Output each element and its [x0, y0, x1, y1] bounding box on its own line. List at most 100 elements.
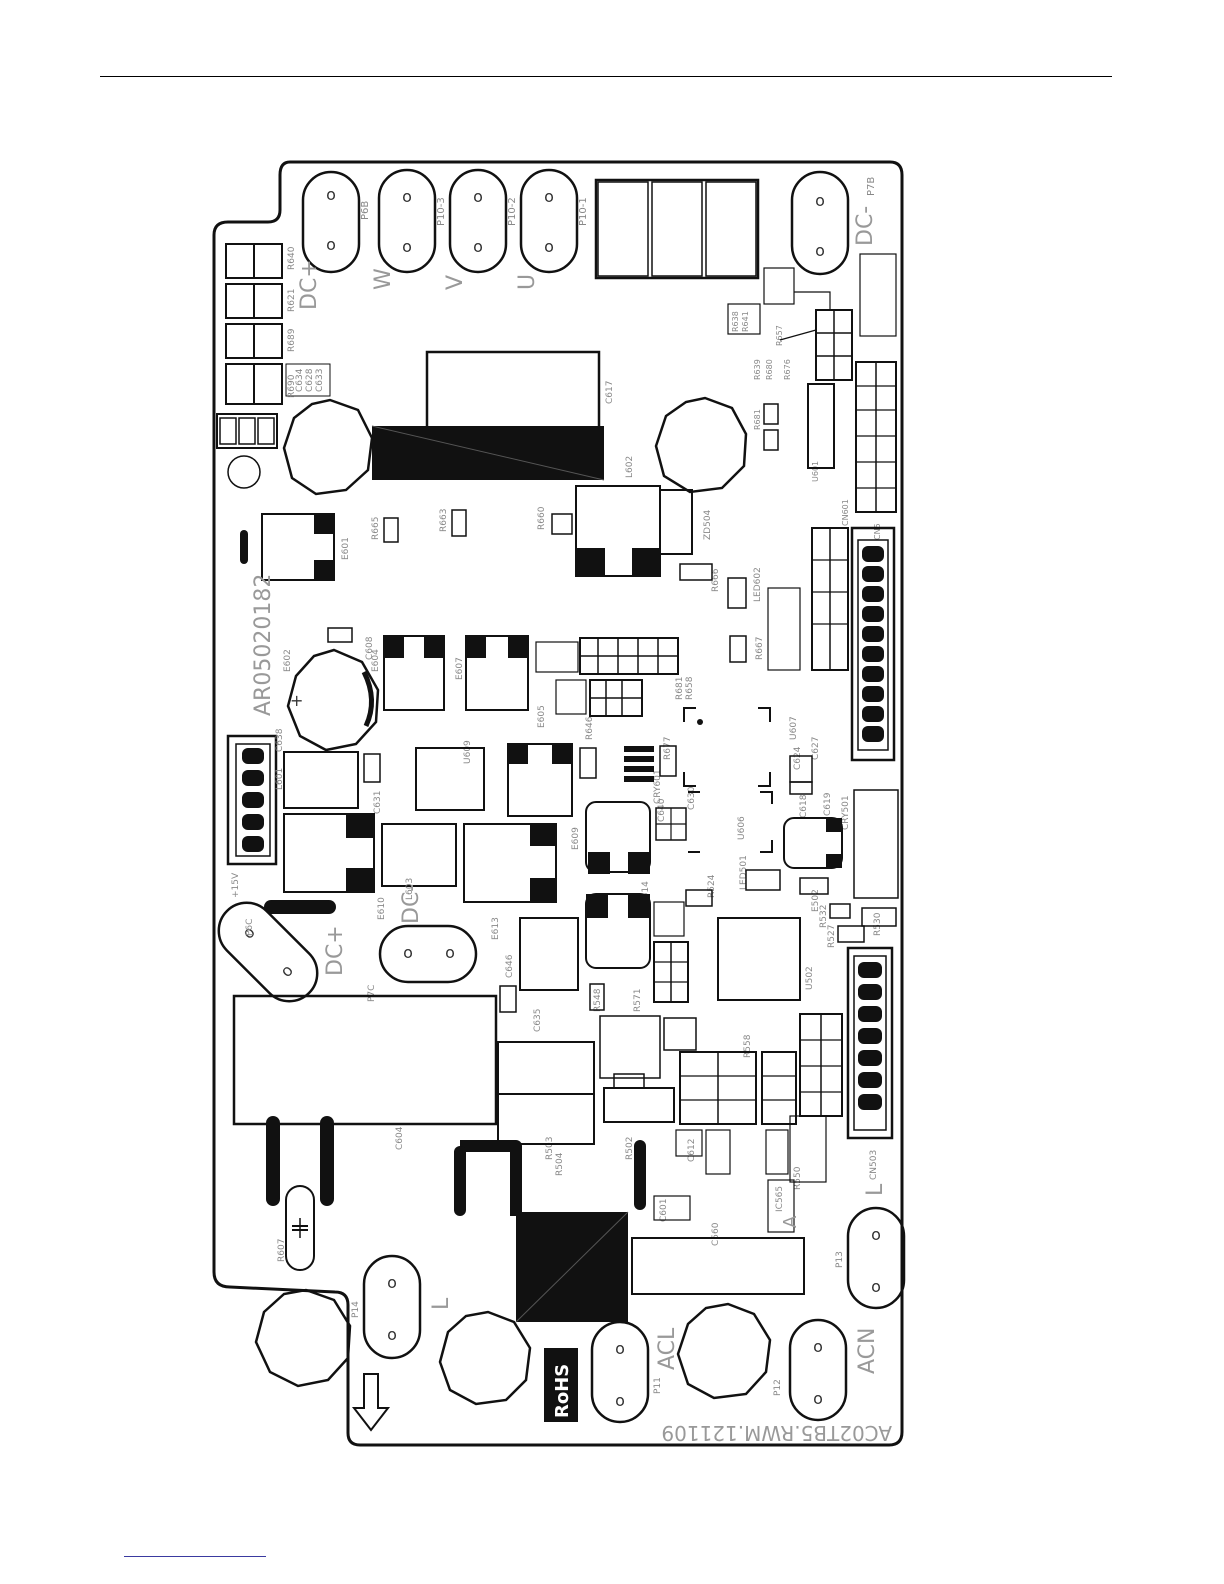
- mounting-hole-left: [227, 455, 261, 489]
- terminal-p12: o o: [788, 1318, 848, 1422]
- label-r677: R677: [663, 737, 673, 760]
- terminal-p7c: o o: [378, 924, 478, 984]
- label-c618: C618: [799, 794, 809, 818]
- terminal-p6b: o o: [301, 170, 361, 274]
- label-e502: E502: [811, 889, 821, 912]
- label-p10-2: P10-2: [507, 197, 518, 226]
- label-e602: E602: [283, 649, 293, 672]
- label-cn503: CN503: [869, 1150, 879, 1180]
- label-e601: E601: [341, 537, 351, 560]
- resistor-column-left: [225, 243, 331, 405]
- label-l602: L602: [625, 456, 635, 478]
- label-cn5: CN5: [873, 523, 882, 540]
- label-c628: C628: [305, 368, 315, 392]
- svg-text:o: o: [544, 187, 554, 206]
- label-r621: R621: [287, 289, 297, 312]
- connector-cn503: [846, 946, 894, 1140]
- header-rule: [100, 76, 1112, 77]
- label-r690: R690: [287, 374, 297, 398]
- label-led602: LED602: [753, 567, 763, 602]
- label-c638: C638: [275, 728, 285, 752]
- capacitor-e602: [286, 648, 380, 752]
- label-r680: R680: [765, 359, 774, 380]
- svg-text:o: o: [326, 185, 336, 204]
- label-r550: R550: [793, 1166, 803, 1190]
- label-r666: R666: [711, 568, 721, 592]
- label-r663: R663: [439, 509, 449, 532]
- svg-text:o: o: [402, 187, 412, 206]
- svg-text:o: o: [615, 1391, 625, 1410]
- capacitor-e607: [465, 635, 529, 711]
- label-r681b: R681: [675, 677, 685, 700]
- label-p10-3: P10-3: [436, 197, 447, 226]
- terminal-p13: o o: [846, 1206, 906, 1310]
- label-p7c: P7C: [367, 985, 377, 1002]
- label-r548: R548: [593, 988, 603, 1012]
- label-p13: P13: [835, 1251, 845, 1268]
- capacitor-c650: [631, 1237, 805, 1295]
- board-outline: [212, 160, 904, 1447]
- label-r502: R502: [625, 1137, 635, 1160]
- label-u607: U607: [789, 716, 799, 740]
- label-r646: R646: [585, 716, 595, 740]
- label-c627: C627: [811, 737, 821, 760]
- label-c604: C604: [395, 1126, 405, 1150]
- svg-text:o: o: [445, 943, 455, 962]
- label-p6c: P6C: [245, 919, 255, 936]
- label-r658: R658: [685, 676, 695, 700]
- label-dc-minus-top: DC-: [853, 206, 878, 246]
- label-c560: C560: [711, 1222, 721, 1246]
- label-r524: R524: [707, 874, 717, 898]
- svg-text:o: o: [544, 237, 554, 256]
- terminal-p10-2: o o: [448, 168, 508, 274]
- svg-text:+: +: [290, 691, 303, 710]
- label-p12: P12: [773, 1379, 783, 1396]
- svg-text:o: o: [813, 1337, 823, 1356]
- label-e614: E614: [641, 881, 651, 904]
- label-u502: U502: [805, 966, 815, 990]
- label-r530: R530: [873, 912, 883, 936]
- label-c640: C640: [657, 798, 667, 822]
- label-r667: R667: [755, 637, 765, 660]
- label-l603: L603: [405, 878, 415, 900]
- label-r503: R503: [545, 1137, 555, 1160]
- label-r640: R640: [287, 246, 297, 270]
- label-e605: E605: [537, 705, 547, 728]
- label-ic565: IC565: [775, 1186, 785, 1212]
- svg-text:o: o: [402, 237, 412, 256]
- label-led501: LED501: [739, 855, 749, 890]
- label-plus15v: +15V: [231, 872, 241, 898]
- svg-text:o: o: [615, 1339, 625, 1358]
- label-r558: R558: [743, 1034, 753, 1058]
- label-e607: E607: [455, 657, 465, 680]
- terminal-p11: o o: [590, 1320, 650, 1424]
- label-c630: C630: [687, 786, 697, 810]
- terminal-p7b: o o: [790, 170, 850, 276]
- label-e609: E609: [571, 827, 581, 850]
- connector-cn5: [850, 526, 896, 762]
- label-v: V: [443, 275, 468, 290]
- label-r641: R641: [741, 311, 750, 332]
- svg-text:o: o: [326, 235, 336, 254]
- label-c617: C617: [605, 381, 615, 404]
- connector-l601: [226, 734, 278, 866]
- capacitor-round-bottom-left: [254, 1288, 352, 1388]
- board-revision: AC02TB5.RWM.121109: [661, 1421, 892, 1445]
- svg-text:o: o: [815, 191, 825, 210]
- label-c601: C601: [659, 1199, 669, 1222]
- label-w: W: [371, 268, 396, 290]
- terminal-p10-1: o o: [519, 168, 579, 274]
- label-p7b: P7B: [866, 177, 877, 196]
- terminal-p10-3: o o: [377, 168, 437, 274]
- label-r689: R689: [287, 328, 297, 352]
- svg-text:o: o: [277, 961, 297, 981]
- label-r607: R607: [277, 1239, 287, 1262]
- label-c634: C634: [295, 368, 305, 392]
- label-c624: C624: [793, 746, 803, 770]
- label-p11: P11: [653, 1377, 663, 1394]
- capacitor-e601: [261, 513, 335, 581]
- label-acn: ACN: [855, 1328, 880, 1374]
- svg-text:o: o: [815, 241, 825, 260]
- svg-text:o: o: [871, 1225, 881, 1244]
- label-r638: R638: [731, 311, 740, 332]
